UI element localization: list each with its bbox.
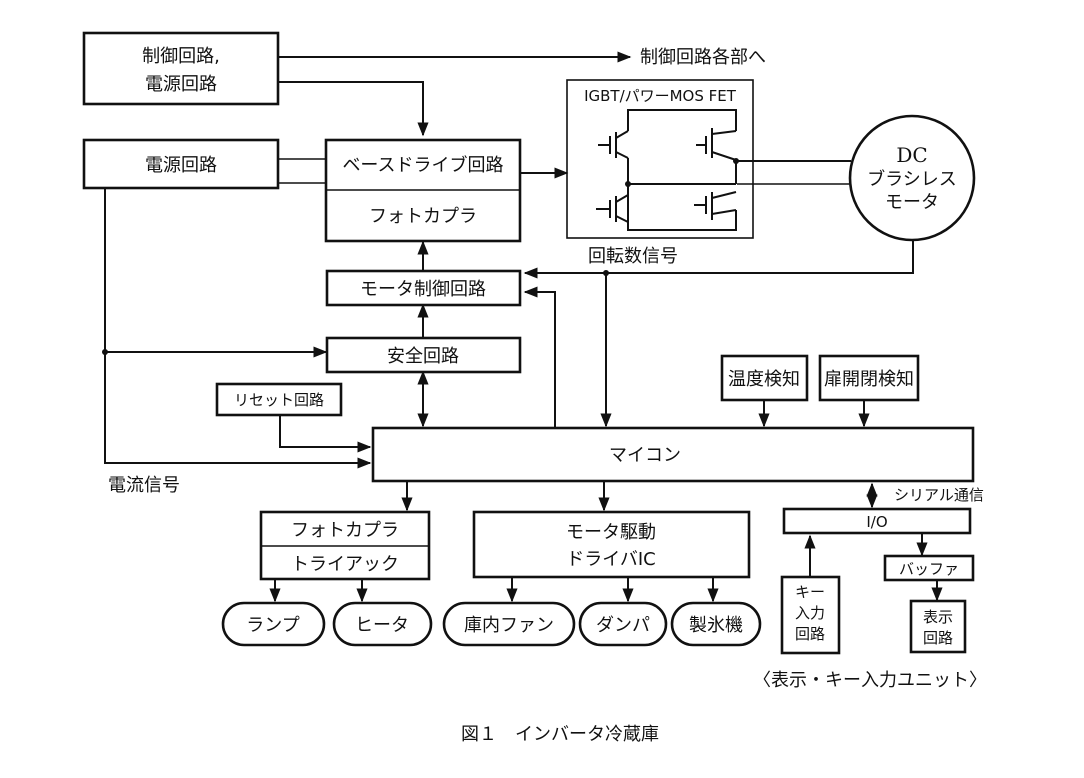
load-heater: ヒータ	[332, 601, 433, 647]
block-triac-label: トライアック	[291, 554, 399, 575]
svg-text:キー: キー	[795, 583, 825, 601]
block-io: I/O	[782, 507, 972, 535]
rotation-signal-label: 回転数信号	[588, 246, 678, 267]
block-io-label: I/O	[866, 513, 887, 531]
svg-text:ランプ: ランプ	[246, 615, 299, 636]
block-motor-driver-label-2: ドライバIC	[566, 549, 656, 570]
block-control-power: 制御回路, 電源回路	[82, 31, 280, 106]
block-microcomputer: マイコン	[371, 426, 975, 483]
load-ice-maker: 製氷機	[670, 601, 762, 647]
svg-text:表示: 表示	[923, 608, 953, 626]
load-lamp: ランプ	[221, 601, 326, 647]
line-control-to-basedrive	[278, 81, 429, 137]
motor-label-1: DC	[896, 143, 927, 167]
block-temp-detect-label: 温度検知	[728, 369, 800, 390]
igbt-bridge-icon	[596, 109, 739, 231]
block-display: 表示 回路	[909, 599, 967, 654]
block-key-input: キー 入力 回路	[780, 575, 841, 655]
block-photocoupler-bottom-label: フォトカプラ	[291, 520, 399, 541]
block-motor-driver: モータ駆動 ドライバIC	[472, 510, 751, 579]
svg-text:入力: 入力	[795, 604, 825, 622]
block-buffer-label: バッファ	[899, 560, 959, 578]
display-key-unit-label: 〈表示・キー入力ユニット〉	[753, 670, 987, 691]
block-temp-detect: 温度検知	[720, 354, 809, 402]
block-motor-control: モータ制御回路	[325, 269, 522, 307]
svg-text:庫内ファン: 庫内ファン	[464, 615, 554, 636]
motor-label-3: モータ	[885, 192, 939, 213]
connections	[102, 51, 943, 603]
svg-text:回路: 回路	[923, 629, 953, 647]
block-motor-driver-label-1: モータ駆動	[566, 522, 656, 543]
block-power-device: IGBT/パワーMOS FET	[566, 79, 754, 239]
block-reset: リセット回路	[215, 382, 343, 417]
block-safety-label: 安全回路	[387, 346, 459, 367]
line-current-signal-bus	[104, 188, 372, 469]
load-interior-fan: 庫内ファン	[442, 601, 576, 647]
svg-text:ヒータ: ヒータ	[355, 615, 409, 636]
dc-brushless-motor: DC ブラシレス モータ	[848, 114, 976, 242]
block-safety: 安全回路	[325, 336, 522, 374]
serial-comm-label: シリアル通信	[894, 486, 984, 504]
block-buffer: バッファ	[883, 554, 975, 582]
figure-caption: 図１ インバータ冷蔵庫	[461, 724, 659, 745]
svg-text:ダンパ: ダンパ	[596, 615, 650, 636]
load-damper: ダンパ	[578, 601, 668, 647]
block-power-circuit: 電源回路	[82, 138, 280, 190]
line-reset-to-micro	[279, 415, 372, 453]
block-door-detect: 扉開閉検知	[818, 354, 920, 402]
svg-text:製氷機: 製氷機	[689, 615, 743, 636]
line-rotation-signal	[523, 240, 914, 279]
to-control-parts-label: 制御回路各部へ	[640, 47, 766, 68]
junction-dot	[102, 349, 108, 355]
block-microcomputer-label: マイコン	[609, 445, 681, 466]
current-signal-label: 電流信号	[108, 475, 180, 496]
block-control-power-label-1: 制御回路,	[142, 46, 220, 67]
motor-label-2: ブラシレス	[867, 168, 957, 190]
block-reset-label: リセット回路	[234, 391, 324, 409]
block-power-device-label: IGBT/パワーMOS FET	[584, 87, 737, 105]
svg-text:回路: 回路	[795, 625, 825, 643]
block-basedrive-label: ベースドライブ回路	[342, 154, 503, 176]
block-power-circuit-label: 電源回路	[145, 155, 217, 176]
block-motor-control-label: モータ制御回路	[360, 279, 486, 300]
block-control-power-label-2: 電源回路	[145, 74, 217, 95]
block-basedrive-photocoupler: ベースドライブ回路 フォトカプラ	[324, 138, 522, 243]
block-photocoupler-triac: フォトカプラ トライアック	[259, 510, 431, 581]
block-photocoupler-top-label: フォトカプラ	[369, 206, 477, 227]
block-door-detect-label: 扉開閉検知	[824, 369, 914, 390]
line-micro-to-motorctrl	[523, 286, 556, 428]
